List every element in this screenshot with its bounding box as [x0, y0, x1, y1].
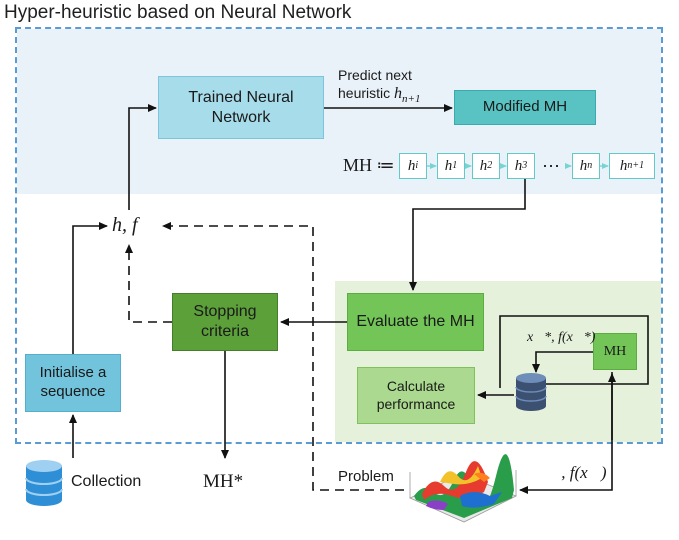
seq-sub: i [415, 159, 419, 171]
stopping-criteria-box: Stopping criteria [172, 293, 278, 351]
trained-neural-network-box: Trained Neural Network [158, 76, 324, 139]
seq-sub: 2 [487, 159, 493, 171]
database-icon [515, 373, 547, 411]
seq-base: h [619, 157, 628, 174]
diagram-title: Hyper-heuristic based on Neural Network [4, 2, 352, 23]
outer-dashed-frame [15, 27, 663, 444]
problem-label: Problem [338, 468, 394, 485]
seq-base: h [444, 157, 453, 174]
predict-sub: n+1 [402, 92, 421, 105]
mh-box: MH [593, 333, 637, 370]
initialise-sequence-box: Initialise a sequence [25, 354, 121, 412]
collection-database-icon [25, 460, 63, 506]
seq-sub: 1 [452, 159, 458, 171]
seq-sub: 3 [522, 159, 528, 171]
seq-base: h [514, 157, 523, 174]
evaluate-mh-box: Evaluate the MH [347, 293, 484, 351]
predict-text: heuristic [338, 85, 391, 102]
seq-sub: n [587, 159, 593, 171]
seq-sub: n+1 [627, 159, 645, 171]
x-star-label: x⃗*, f(x⃗*) [527, 330, 596, 345]
predict-line-1: Predict next [338, 67, 412, 83]
mh-star-text: MH* [203, 471, 244, 492]
mh-definition-label: MH ≔ [343, 155, 395, 175]
sequence-ellipsis: ⋯ [537, 153, 565, 179]
predict-var: h [394, 85, 403, 103]
seq-base: h [579, 157, 588, 174]
hf-label: h, f [112, 214, 138, 236]
mh-star-label: MH* [203, 471, 243, 493]
seq-base: h [407, 157, 416, 174]
surface-plot-icon [409, 454, 517, 523]
predict-label: Predict next heuristic hn+1 [338, 66, 420, 106]
collection-label: Collection [71, 473, 142, 490]
modified-mh-box: Modified MH [454, 90, 596, 125]
predict-line-2: heuristic hn+1 [338, 84, 420, 106]
seq-base: ⋯ [542, 155, 560, 176]
domain-label: 𝔛, f(x⃗) [548, 463, 607, 482]
seq-base: h [479, 157, 488, 174]
calculate-performance-box: Calculate performance [357, 367, 475, 424]
